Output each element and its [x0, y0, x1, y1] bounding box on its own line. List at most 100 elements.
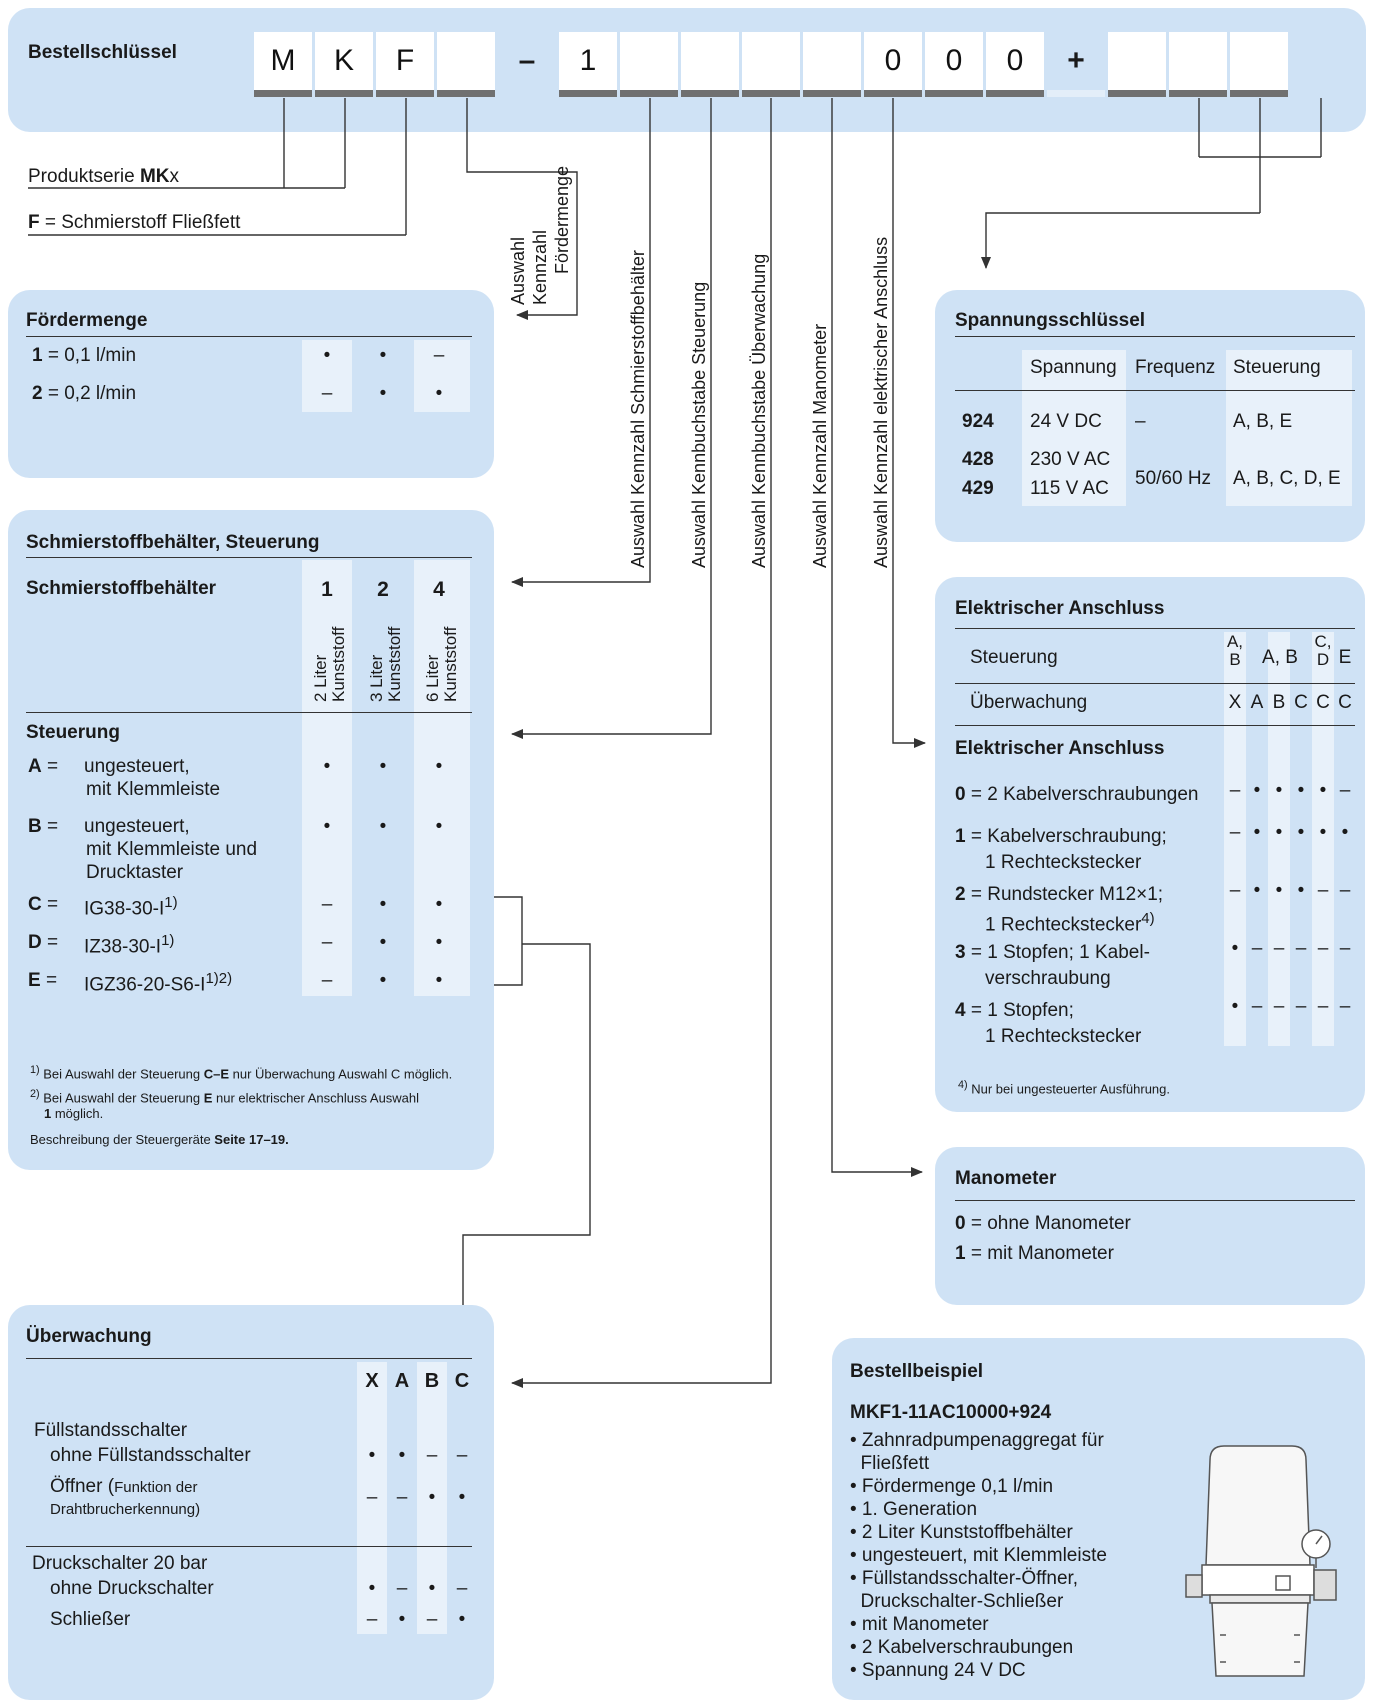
steuerung-mark: • — [379, 894, 387, 915]
ue-g2-r2: Schließer — [50, 1609, 131, 1630]
manometer-panel — [935, 1147, 1365, 1305]
ue-col: A — [394, 1370, 410, 1392]
manometer-r0: 0 = ohne Manometer — [955, 1213, 1131, 1234]
spannung-r23-fr: 50/60 Hz — [1135, 468, 1212, 489]
spannung-h-steuerung: Steuerung — [1233, 357, 1321, 378]
behaelter-panel — [8, 510, 494, 1170]
ue-mark: • — [458, 1487, 466, 1508]
el-mark: – — [1273, 996, 1285, 1017]
spannung-r3-code: 429 — [962, 478, 994, 499]
spannung-r3-sp: 115 V AC — [1030, 478, 1109, 499]
el-mark: • — [1319, 780, 1327, 801]
order-key-cell: 1 — [559, 32, 617, 90]
vlabel-anschluss: Auswahl Kennzahl elektrischer Anschluss — [871, 236, 891, 568]
el-h-ueberwachung: Überwachung — [970, 692, 1088, 713]
fm-mark: • — [379, 345, 387, 366]
steuerung-line: IZ38-30-I1) — [84, 932, 175, 958]
foerdermenge-panel — [8, 290, 494, 478]
spannung-h-frequenz: Frequenz — [1135, 357, 1216, 378]
produktserie-label: Produktserie MKx — [28, 166, 180, 187]
beispiel-item: Fließfett — [850, 1453, 930, 1474]
steuerung-row: E = — [28, 970, 57, 992]
el-mark: • — [1253, 822, 1261, 843]
beispiel-item: • mit Manometer — [850, 1614, 989, 1635]
el-code: 1 — [955, 826, 966, 847]
ue-mark: • — [398, 1445, 406, 1466]
ue-mark: – — [426, 1445, 438, 1466]
ue-mark: – — [366, 1487, 378, 1508]
el-mark: • — [1297, 822, 1305, 843]
order-key-cell: + — [1067, 44, 1085, 77]
ue-mark: – — [396, 1578, 408, 1599]
manometer-r1: 1 = mit Manometer — [955, 1243, 1114, 1264]
fm-mark: • — [379, 383, 387, 404]
pump-illustration — [1185, 1445, 1337, 1677]
order-key-cell — [1108, 32, 1166, 90]
steuerung-eq: = — [40, 970, 58, 991]
el-mark: – — [1339, 880, 1351, 901]
ue-mark: • — [458, 1609, 466, 1630]
behaelter-col-l1: 2 Liter — [311, 654, 330, 702]
beispiel-title: Bestellbeispiel — [850, 1361, 984, 1382]
el-line2: verschraubung — [985, 968, 1111, 989]
ue-g1-r2c: Drahtbrucherkennung) — [50, 1501, 201, 1518]
el-mark: • — [1297, 880, 1305, 901]
steuerung-code: D — [28, 932, 42, 953]
ue-mark: – — [366, 1609, 378, 1630]
el-line1: = Kabelverschraubung; — [965, 826, 1167, 847]
beispiel-code: MKF1-11AC10000+924 — [850, 1402, 1052, 1423]
order-key-cell — [620, 32, 678, 90]
steuerung-mark: • — [435, 756, 443, 777]
elektrisch-panel — [935, 577, 1365, 1112]
order-key-cell: F — [376, 32, 434, 90]
el-footnote: 4) Nur bei ungesteuerter Ausführung. — [958, 1079, 1170, 1097]
vlabel-behaelter: Auswahl Kennzahl Schmierstoffbehälter — [628, 250, 648, 568]
ue-col: X — [365, 1370, 379, 1392]
behaelter-footnote-1: 1) Bei Auswahl der Steuerung C–E nur Übe… — [30, 1064, 453, 1082]
ue-col: B — [424, 1370, 440, 1392]
vlabel-ueberwachung: Auswahl Kennbuchstabe Überwachung — [749, 253, 769, 568]
el-mark: • — [1231, 996, 1239, 1017]
steuerung-mark: • — [379, 970, 387, 991]
steuerung-line: ungesteuert, — [84, 756, 190, 777]
el-st-e: E — [1338, 647, 1352, 668]
el-mark: • — [1319, 822, 1327, 843]
spannung-title: Spannungsschlüssel — [955, 310, 1146, 331]
el-h-steuerung: Steuerung — [970, 647, 1058, 668]
steuerung-mark: • — [379, 816, 387, 837]
el-mark: • — [1253, 780, 1261, 801]
behaelter-col-l2: Kunststoff — [441, 626, 460, 702]
elektrisch-title: Elektrischer Anschluss — [955, 598, 1165, 619]
fm-code: 2 — [32, 383, 43, 404]
ue-g1: Füllstandsschalter — [34, 1420, 188, 1441]
behaelter-footnote-2b: 1 möglich. — [44, 1106, 104, 1121]
beispiel-item: • 1. Generation — [850, 1499, 978, 1520]
ue-g2: Druckschalter 20 bar — [32, 1553, 208, 1574]
order-key-cell-bar — [376, 90, 434, 97]
el-code: 2 — [955, 884, 966, 905]
steuerung-row: C = — [28, 894, 58, 916]
order-key-cell-bar — [681, 90, 739, 97]
foerdermenge-row: 2 = 0,2 l/min — [32, 383, 136, 405]
steuerung-mark: – — [321, 894, 333, 915]
order-key-cell-bar — [437, 90, 495, 97]
el-row: 3 = 1 Stopfen; 1 Kabel- — [955, 942, 1150, 964]
spannung-r1-code: 924 — [962, 411, 994, 432]
el-line1: = 1 Stopfen; — [965, 1000, 1074, 1021]
steuerung-line: mit Klemmleiste und — [86, 839, 258, 860]
order-key-cell: – — [518, 44, 536, 77]
spannung-col-bg-1 — [1022, 350, 1126, 506]
behaelter-title: Schmierstoffbehälter, Steuerung — [26, 532, 320, 553]
steuerung-code: B — [28, 816, 42, 837]
spannung-r23-st: A, B, C, D, E — [1233, 468, 1341, 489]
el-line2: 1 Rechteckstecker — [985, 852, 1142, 873]
behaelter-col-num: 4 — [433, 578, 445, 601]
el-ue-col: A — [1250, 692, 1264, 713]
el-st-cd: C,D — [1314, 632, 1332, 669]
order-key-cell: M — [254, 32, 312, 90]
spannung-r2-code: 428 — [962, 449, 994, 470]
el-mark: – — [1229, 780, 1241, 801]
el-mark: • — [1275, 880, 1283, 901]
foerdermenge-row: 1 = 0,1 l/min — [32, 345, 136, 367]
ue-mark: – — [456, 1445, 468, 1466]
